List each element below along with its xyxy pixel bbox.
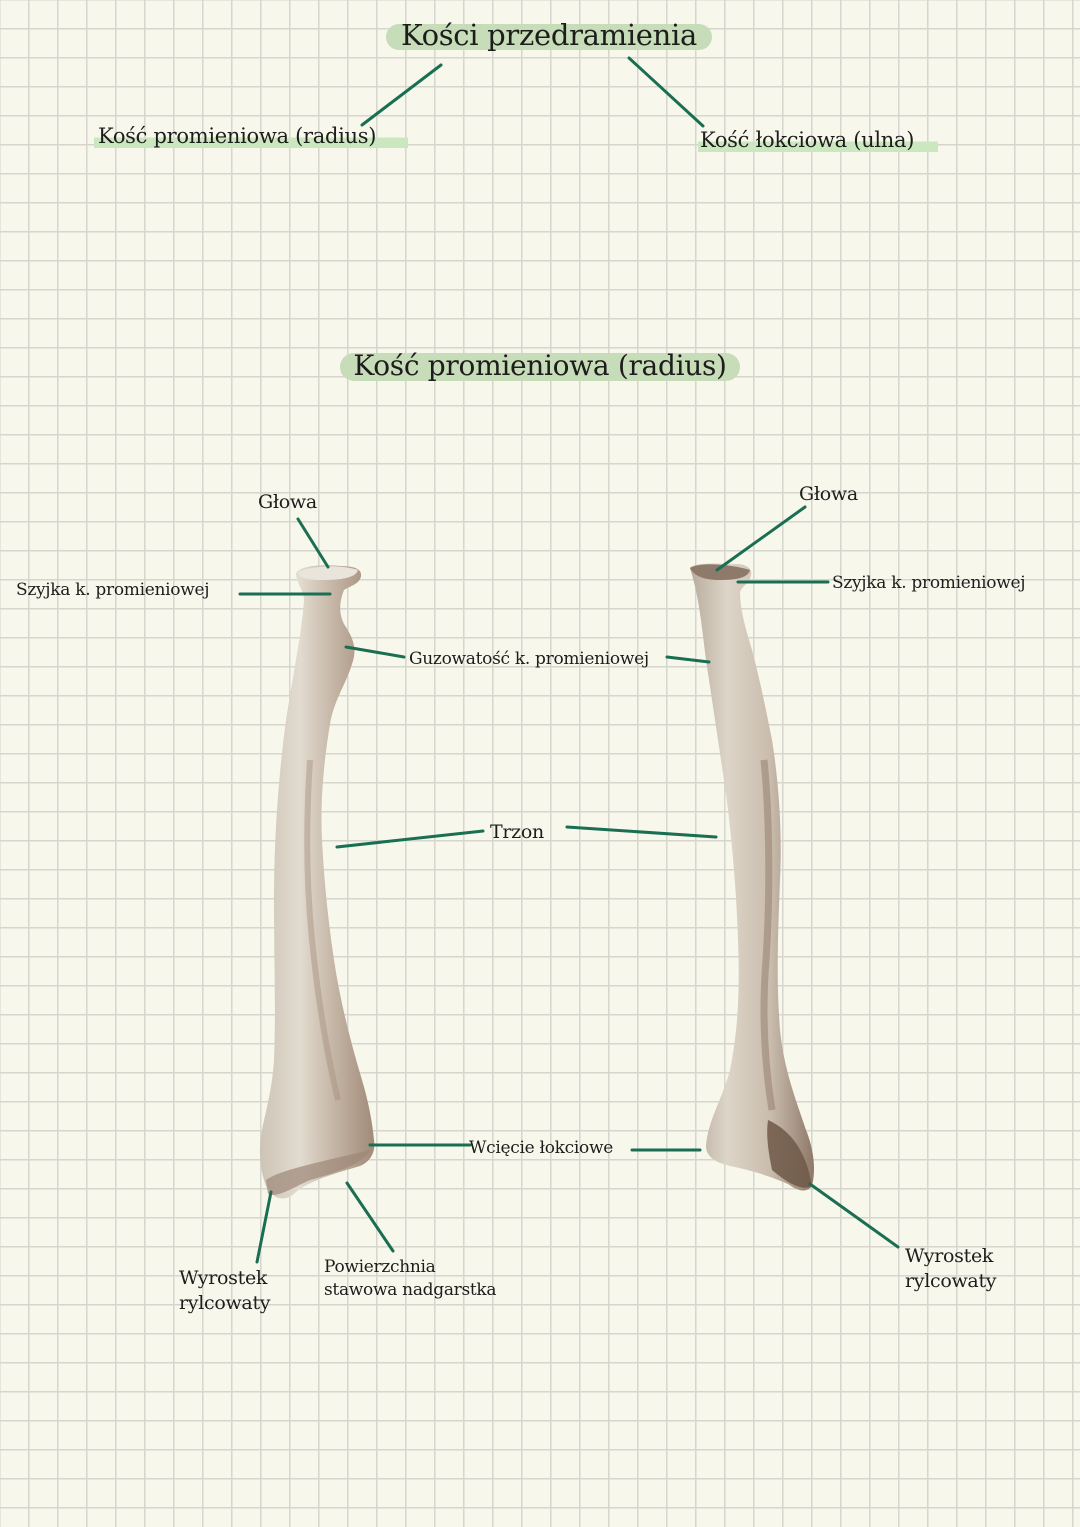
label-head-right: Głowa	[799, 483, 858, 505]
label-styloid-right-line2: rylcowaty	[905, 1270, 997, 1292]
branch-line-ulna	[627, 56, 705, 128]
branch-highlight-ulna	[698, 126, 938, 154]
label-head-left: Głowa	[258, 491, 317, 513]
label-neck-left: Szyjka k. promieniowej	[16, 580, 210, 600]
leader-shaft-right	[565, 825, 718, 839]
leader-head-right	[715, 505, 807, 572]
radius-anterior-view	[259, 565, 375, 1199]
section-title-highlight	[340, 353, 740, 381]
leader-styloid-right	[808, 1182, 900, 1249]
section-title: Kość promieniowa (radius)	[353, 349, 727, 382]
leader-shaft-left	[335, 829, 485, 849]
label-shaft: Trzon	[490, 821, 544, 843]
radius-posterior-view	[690, 563, 814, 1191]
label-tuberosity: Guzowatość k. promieniowej	[409, 649, 649, 669]
leader-carpal-surface	[345, 1181, 395, 1253]
label-styloid-left-line2: rylcowaty	[179, 1292, 271, 1314]
label-carpal-surface: Powierzchnia stawowa nadgarstka	[324, 1256, 497, 1302]
label-styloid-left: Wyrostek rylcowaty	[179, 1266, 271, 1316]
label-neck-right: Szyjka k. promieniowej	[832, 573, 1026, 593]
leader-lines	[238, 56, 900, 1264]
title-highlight	[386, 24, 712, 50]
branch-line-radius	[360, 63, 443, 127]
label-ulnar-notch: Wcięcie łokciowe	[469, 1138, 613, 1158]
label-carpal-surface-line2: stawowa nadgarstka	[324, 1280, 497, 1300]
leader-tuberosity-left	[344, 645, 406, 659]
label-styloid-right: Wyrostek rylcowaty	[905, 1244, 997, 1294]
leader-tuberosity-right	[665, 655, 711, 664]
branch-label-ulna: Kość łokciowa (ulna)	[700, 128, 915, 152]
label-carpal-surface-line1: Powierzchnia	[324, 1257, 436, 1277]
label-styloid-left-line1: Wyrostek	[179, 1267, 268, 1289]
branch-highlight-radius	[94, 122, 408, 150]
leader-styloid-left	[255, 1190, 273, 1264]
page-title: Kości przedramienia	[400, 18, 698, 52]
leader-head-left	[296, 517, 330, 569]
label-styloid-right-line1: Wyrostek	[905, 1245, 994, 1267]
branch-label-radius: Kość promieniowa (radius)	[98, 124, 377, 148]
